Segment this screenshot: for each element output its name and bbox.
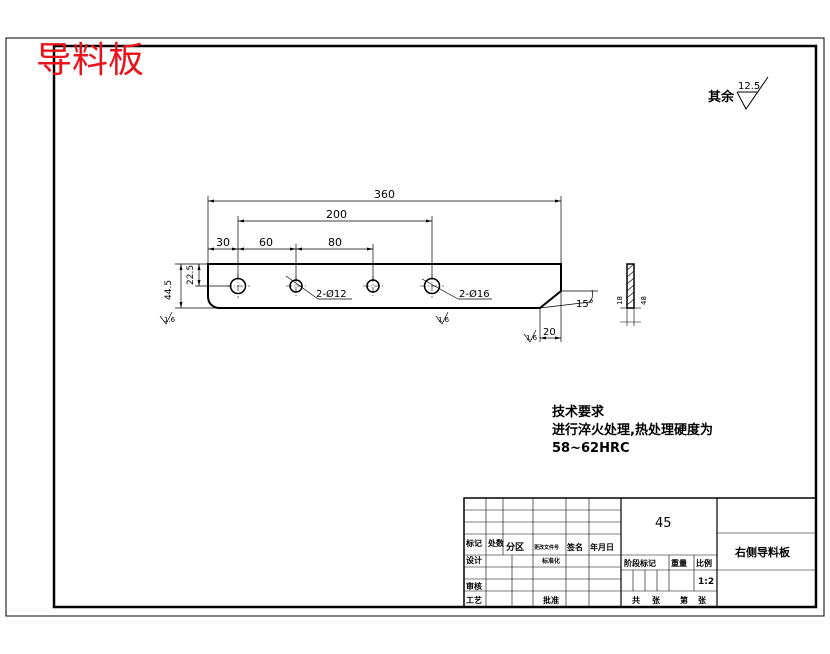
tb-doc-no: 更改文件号	[534, 544, 559, 551]
angle-label: 15°	[576, 299, 594, 310]
tb-total: 共	[632, 595, 640, 605]
technical-requirements: 技术要求 进行淬火处理,热处理硬度为 58~62HRC	[552, 404, 713, 456]
stamp-title: 导料板	[36, 40, 144, 81]
dim-360: 360	[374, 188, 395, 201]
dim-200: 200	[326, 208, 347, 221]
material-label: 45	[655, 516, 672, 531]
dim-44-5: 44.5	[164, 280, 174, 300]
dimensions	[175, 196, 598, 342]
part-side-view: 48 18	[616, 263, 648, 326]
part-front-view	[207, 263, 562, 309]
tb-review: 审核	[466, 581, 482, 591]
tb-zone: 分区	[506, 541, 524, 553]
hole-small-label: 2-Ø12	[316, 288, 347, 300]
rough-mark-b: 1.6	[438, 316, 450, 324]
roughness-prefix: 其余	[708, 89, 735, 105]
tb-process: 工艺	[466, 595, 482, 605]
part-name: 右侧导料板	[734, 545, 791, 559]
inner-border	[52, 44, 818, 609]
dim-22-5: 22.5	[186, 265, 196, 285]
dimension-labels: 360 200 30 60 80 44.5 22.5 2-Ø12 2-Ø16 1…	[164, 188, 594, 338]
dim-30: 30	[216, 236, 230, 249]
rough-mark-a: 1.6	[164, 316, 176, 324]
tb-count: 处数	[487, 538, 505, 548]
dim-20: 20	[543, 327, 556, 338]
tb-approve: 批准	[543, 595, 559, 605]
dim-60: 60	[259, 236, 273, 249]
side-thickness-label: 18	[616, 296, 624, 305]
roughness-marks	[159, 311, 537, 343]
tech-req-line1: 进行淬火处理,热处理硬度为	[552, 422, 713, 438]
title-block	[463, 497, 817, 608]
tb-stage-mark: 阶段标记	[624, 558, 656, 568]
tb-sheets: 张	[652, 596, 661, 605]
roughness-symbol: 其余 12.5	[708, 76, 769, 110]
tb-design: 设计	[466, 555, 482, 565]
tb-weight: 重量	[671, 558, 687, 568]
tb-sheet-unit: 张	[698, 596, 707, 605]
tech-req-heading: 技术要求	[552, 404, 605, 420]
tb-date: 年月日	[590, 542, 614, 552]
tb-mark: 标记	[465, 538, 482, 548]
side-width-label: 48	[640, 296, 648, 305]
tb-signature: 签名	[566, 542, 583, 552]
rough-mark-c: 1.6	[526, 334, 538, 342]
roughness-value: 12.5	[738, 81, 760, 92]
outer-frame	[5, 37, 825, 617]
tb-scale-label: 比例	[696, 558, 712, 568]
tech-req-line2: 58~62HRC	[552, 441, 630, 456]
tb-sheet-no: 第	[680, 595, 688, 605]
tb-scale-value: 1:2	[698, 577, 714, 587]
tb-standardize: 标准化	[541, 557, 560, 565]
title-block-text: 45 右侧导料板 标记 处数 分区 更改文件号 签名 年月日 设计 标准化 审核…	[465, 516, 791, 605]
hole-large-label: 2-Ø16	[459, 288, 490, 300]
dim-80: 80	[328, 236, 342, 249]
arrowheads	[179, 199, 561, 340]
